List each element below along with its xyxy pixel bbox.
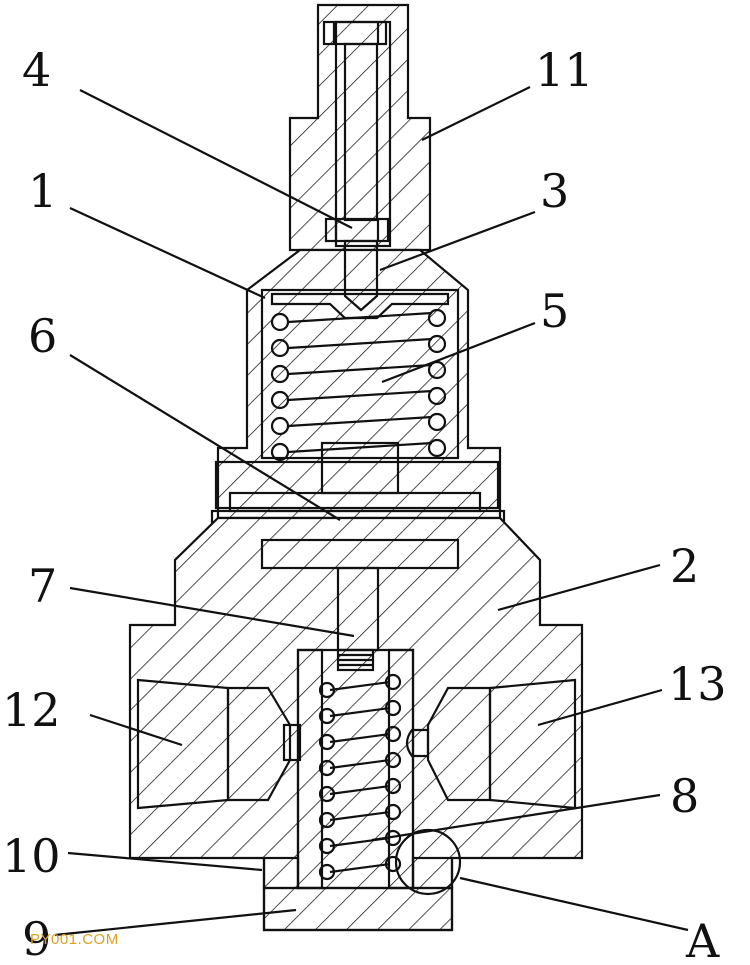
- label-5: 5: [540, 284, 569, 338]
- lower-spring: [318, 673, 402, 881]
- bonnet: [214, 248, 502, 520]
- label-13: 13: [668, 657, 727, 711]
- label-4: 4: [22, 43, 51, 97]
- label-9: 9: [22, 912, 51, 965]
- label-2: 2: [670, 539, 699, 593]
- label-11: 11: [535, 43, 594, 97]
- seal-ring: [262, 856, 454, 890]
- label-6: 6: [28, 309, 57, 363]
- valve-stem: [336, 566, 380, 672]
- label-8: 8: [670, 769, 699, 823]
- label-7: 7: [28, 559, 57, 613]
- label-1: 1: [28, 164, 57, 218]
- upper-spring: [270, 308, 447, 462]
- watermark: PY001.COM: [30, 931, 119, 948]
- top-cap: [288, 3, 432, 252]
- leader-lines: [54, 86, 689, 937]
- label-3: 3: [540, 164, 569, 218]
- pressure-screw: [343, 239, 379, 312]
- bottom-plug: [262, 886, 454, 932]
- adjusting-rod: [324, 42, 390, 243]
- label-10: 10: [2, 829, 61, 883]
- label-12: 12: [2, 683, 61, 737]
- detail-circle-a: [394, 828, 462, 896]
- label-a: A: [685, 914, 720, 965]
- spring-plate: [270, 292, 450, 320]
- part-labels: 4 11 1 3 5 6 7 2 12 13 8 10 9 A: [2, 43, 727, 965]
